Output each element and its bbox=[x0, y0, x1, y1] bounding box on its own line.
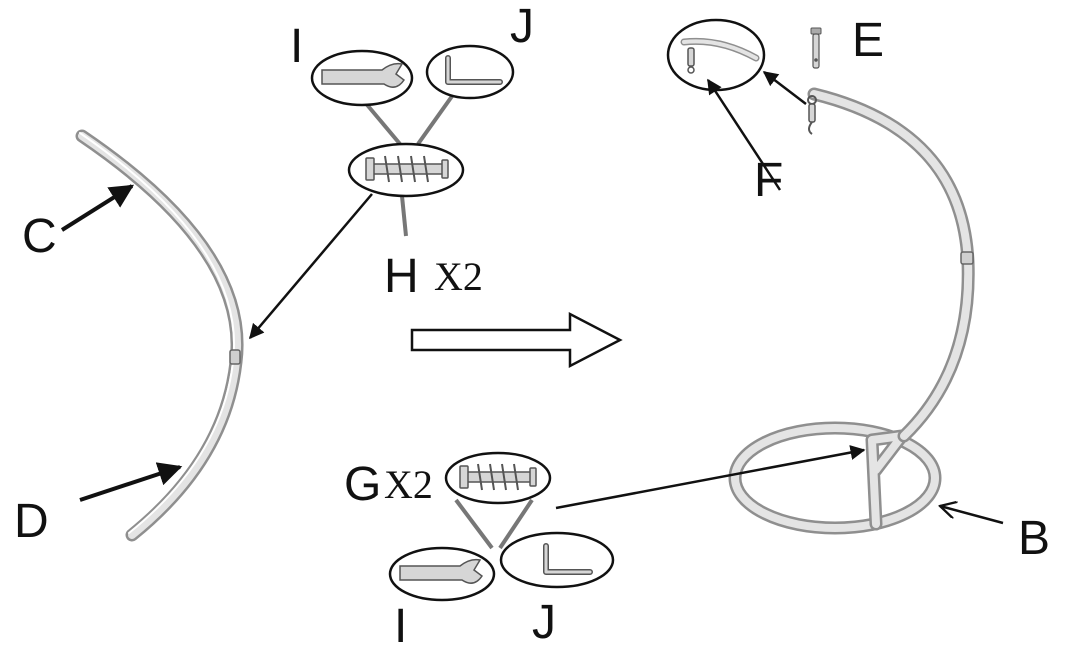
label-f: F bbox=[754, 154, 783, 207]
arrow-to-b bbox=[940, 506, 1004, 525]
bolt-assembly-icon bbox=[365, 155, 449, 183]
label-g: G bbox=[344, 458, 381, 511]
label-i-bottom: I bbox=[394, 600, 407, 645]
arrow-to-f-detail bbox=[706, 78, 782, 191]
connector-h-to-label bbox=[400, 195, 408, 237]
hex-key-j-top-circle bbox=[425, 44, 515, 100]
clevis-pin-icon bbox=[810, 27, 822, 69]
g-hardware-kit bbox=[388, 445, 866, 602]
label-c: C bbox=[22, 210, 57, 263]
arrow-g-to-base bbox=[555, 445, 866, 510]
h-quantity: X2 bbox=[434, 254, 483, 299]
label-i-top: I bbox=[290, 20, 303, 73]
connector-j-to-h bbox=[416, 90, 457, 146]
arrow-to-c bbox=[60, 184, 135, 232]
arrow-h-to-tube bbox=[249, 193, 373, 340]
label-b: B bbox=[1018, 512, 1050, 565]
assembled-stand bbox=[728, 87, 975, 535]
allen-key-icon bbox=[543, 543, 593, 575]
g-quantity: X2 bbox=[384, 462, 433, 507]
label-j-bottom: J bbox=[532, 596, 556, 645]
base-ring-b-inner bbox=[731, 424, 939, 532]
label-h: H bbox=[384, 250, 419, 303]
hex-key-j-bottom-circle bbox=[499, 531, 615, 589]
hook-detail-icon bbox=[680, 37, 760, 74]
connector-g-to-j bbox=[498, 498, 534, 550]
wrench-icon bbox=[399, 558, 484, 584]
arrow-to-d bbox=[79, 462, 183, 502]
wrench-icon bbox=[321, 62, 406, 88]
arrow-hook-to-detail bbox=[762, 71, 807, 105]
bolt-assembly-icon bbox=[459, 463, 537, 491]
base-brace-inner bbox=[868, 432, 906, 528]
label-d: D bbox=[14, 495, 49, 548]
tube-joint-mark bbox=[229, 349, 241, 365]
spring-hook-icon bbox=[807, 95, 817, 135]
right-arrow-outline-icon bbox=[410, 311, 623, 369]
upright-joint-mark bbox=[960, 251, 974, 265]
label-j-top: J bbox=[510, 0, 534, 53]
h-hardware-kit bbox=[249, 44, 515, 340]
allen-key-icon bbox=[445, 55, 503, 85]
connector-g-to-i bbox=[454, 498, 494, 550]
tube-c-d-assembly bbox=[75, 129, 244, 542]
label-e: E bbox=[852, 14, 884, 67]
upright-arc-inner bbox=[810, 90, 973, 440]
